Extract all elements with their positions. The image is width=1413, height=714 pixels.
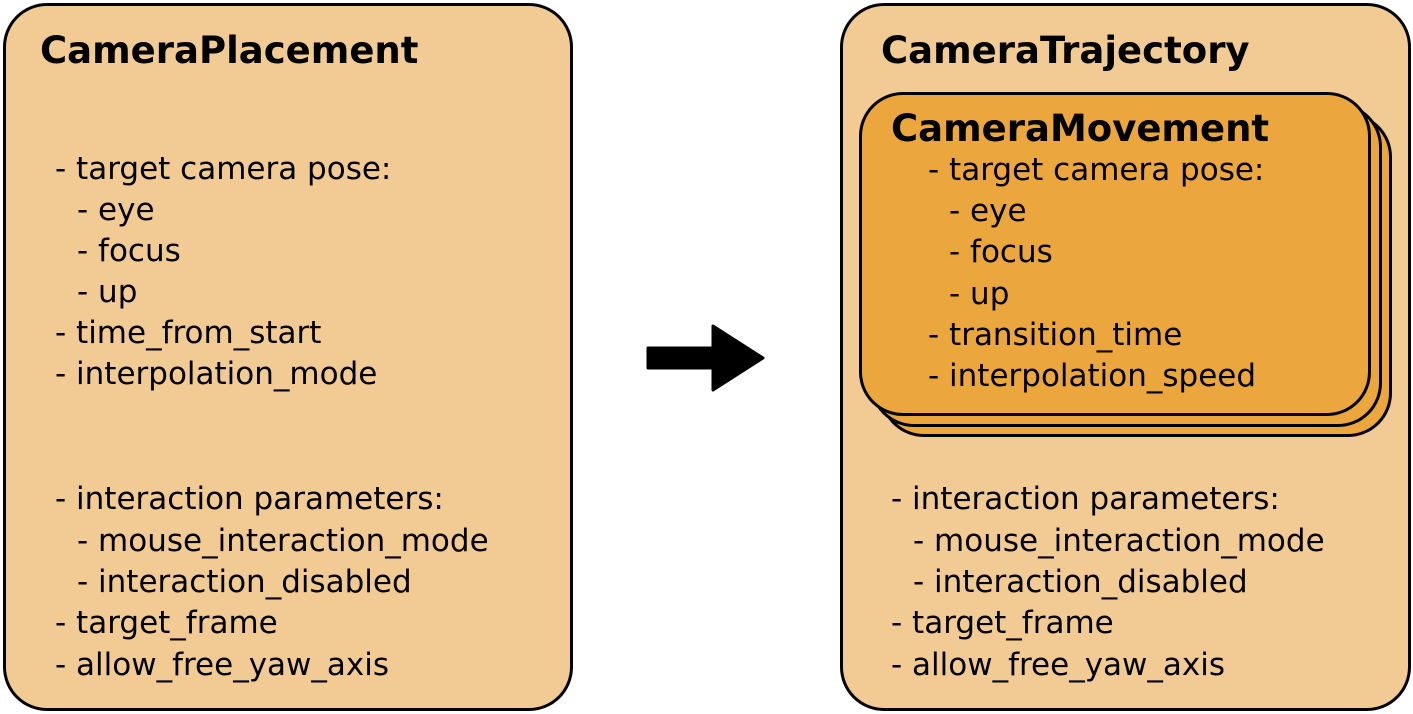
- placement-interaction-line: - allow_free_yaw_axis: [55, 647, 390, 683]
- trajectory-interaction-line: - mouse_interaction_mode: [913, 523, 1325, 559]
- trajectory-interaction-line: - allow_free_yaw_axis: [891, 647, 1226, 683]
- movement-line: - interpolation_speed: [928, 358, 1257, 394]
- placement-pose-line: - time_from_start: [55, 315, 322, 351]
- camera-movement-title: CameraMovement: [891, 107, 1270, 150]
- movement-line: - up: [949, 276, 1010, 312]
- placement-pose-line: - up: [77, 274, 138, 310]
- placement-interaction-line: - target_frame: [55, 605, 278, 641]
- camera-trajectory-title: CameraTrajectory: [881, 29, 1250, 72]
- placement-pose-line: - interpolation_mode: [55, 356, 378, 392]
- placement-interaction-line: - mouse_interaction_mode: [77, 523, 489, 559]
- placement-pose-line: - eye: [77, 192, 155, 228]
- placement-pose-line: - target camera pose:: [55, 151, 392, 187]
- camera-movement-card: [859, 92, 1371, 416]
- movement-line: - focus: [949, 234, 1053, 270]
- movement-line: - target camera pose:: [928, 152, 1265, 188]
- right-arrow-icon: [646, 324, 765, 392]
- placement-interaction-line: - interaction_disabled: [77, 564, 412, 600]
- movement-line: - transition_time: [928, 317, 1183, 353]
- placement-pose-line: - focus: [77, 233, 181, 269]
- placement-interaction-line: - interaction parameters:: [55, 481, 444, 517]
- camera-placement-box: [3, 3, 573, 711]
- trajectory-interaction-line: - target_frame: [891, 605, 1114, 641]
- movement-line: - eye: [949, 193, 1027, 229]
- trajectory-interaction-line: - interaction_disabled: [913, 564, 1248, 600]
- trajectory-interaction-line: - interaction parameters:: [891, 481, 1280, 517]
- camera-placement-title: CameraPlacement: [40, 29, 419, 72]
